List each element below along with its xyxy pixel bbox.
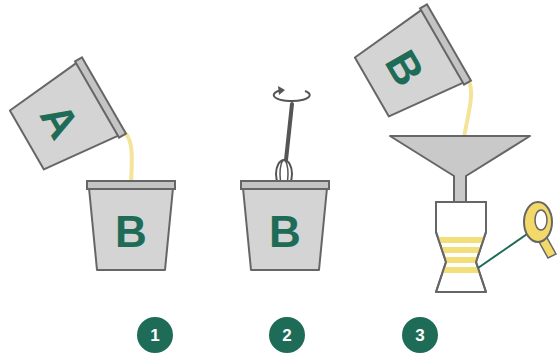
cup-letter: B [86,210,176,254]
funnel [390,136,530,204]
step-circle: 2 [269,317,305,353]
cup: B [348,3,473,127]
step-circle: 3 [402,317,438,353]
mold [430,202,492,292]
tape-strip [478,232,530,268]
rotation-arrow [274,86,310,101]
cup: B [86,180,176,272]
pour-stream [124,132,132,184]
step-number: 3 [415,327,424,344]
whisk [276,104,292,188]
cup-letter: B [240,210,330,254]
cup: B [240,180,330,272]
step-number: 1 [150,327,159,344]
tape-roll [524,202,556,258]
step-circle: 1 [137,317,173,353]
step-number: 2 [282,327,291,344]
cup: A [3,56,128,180]
